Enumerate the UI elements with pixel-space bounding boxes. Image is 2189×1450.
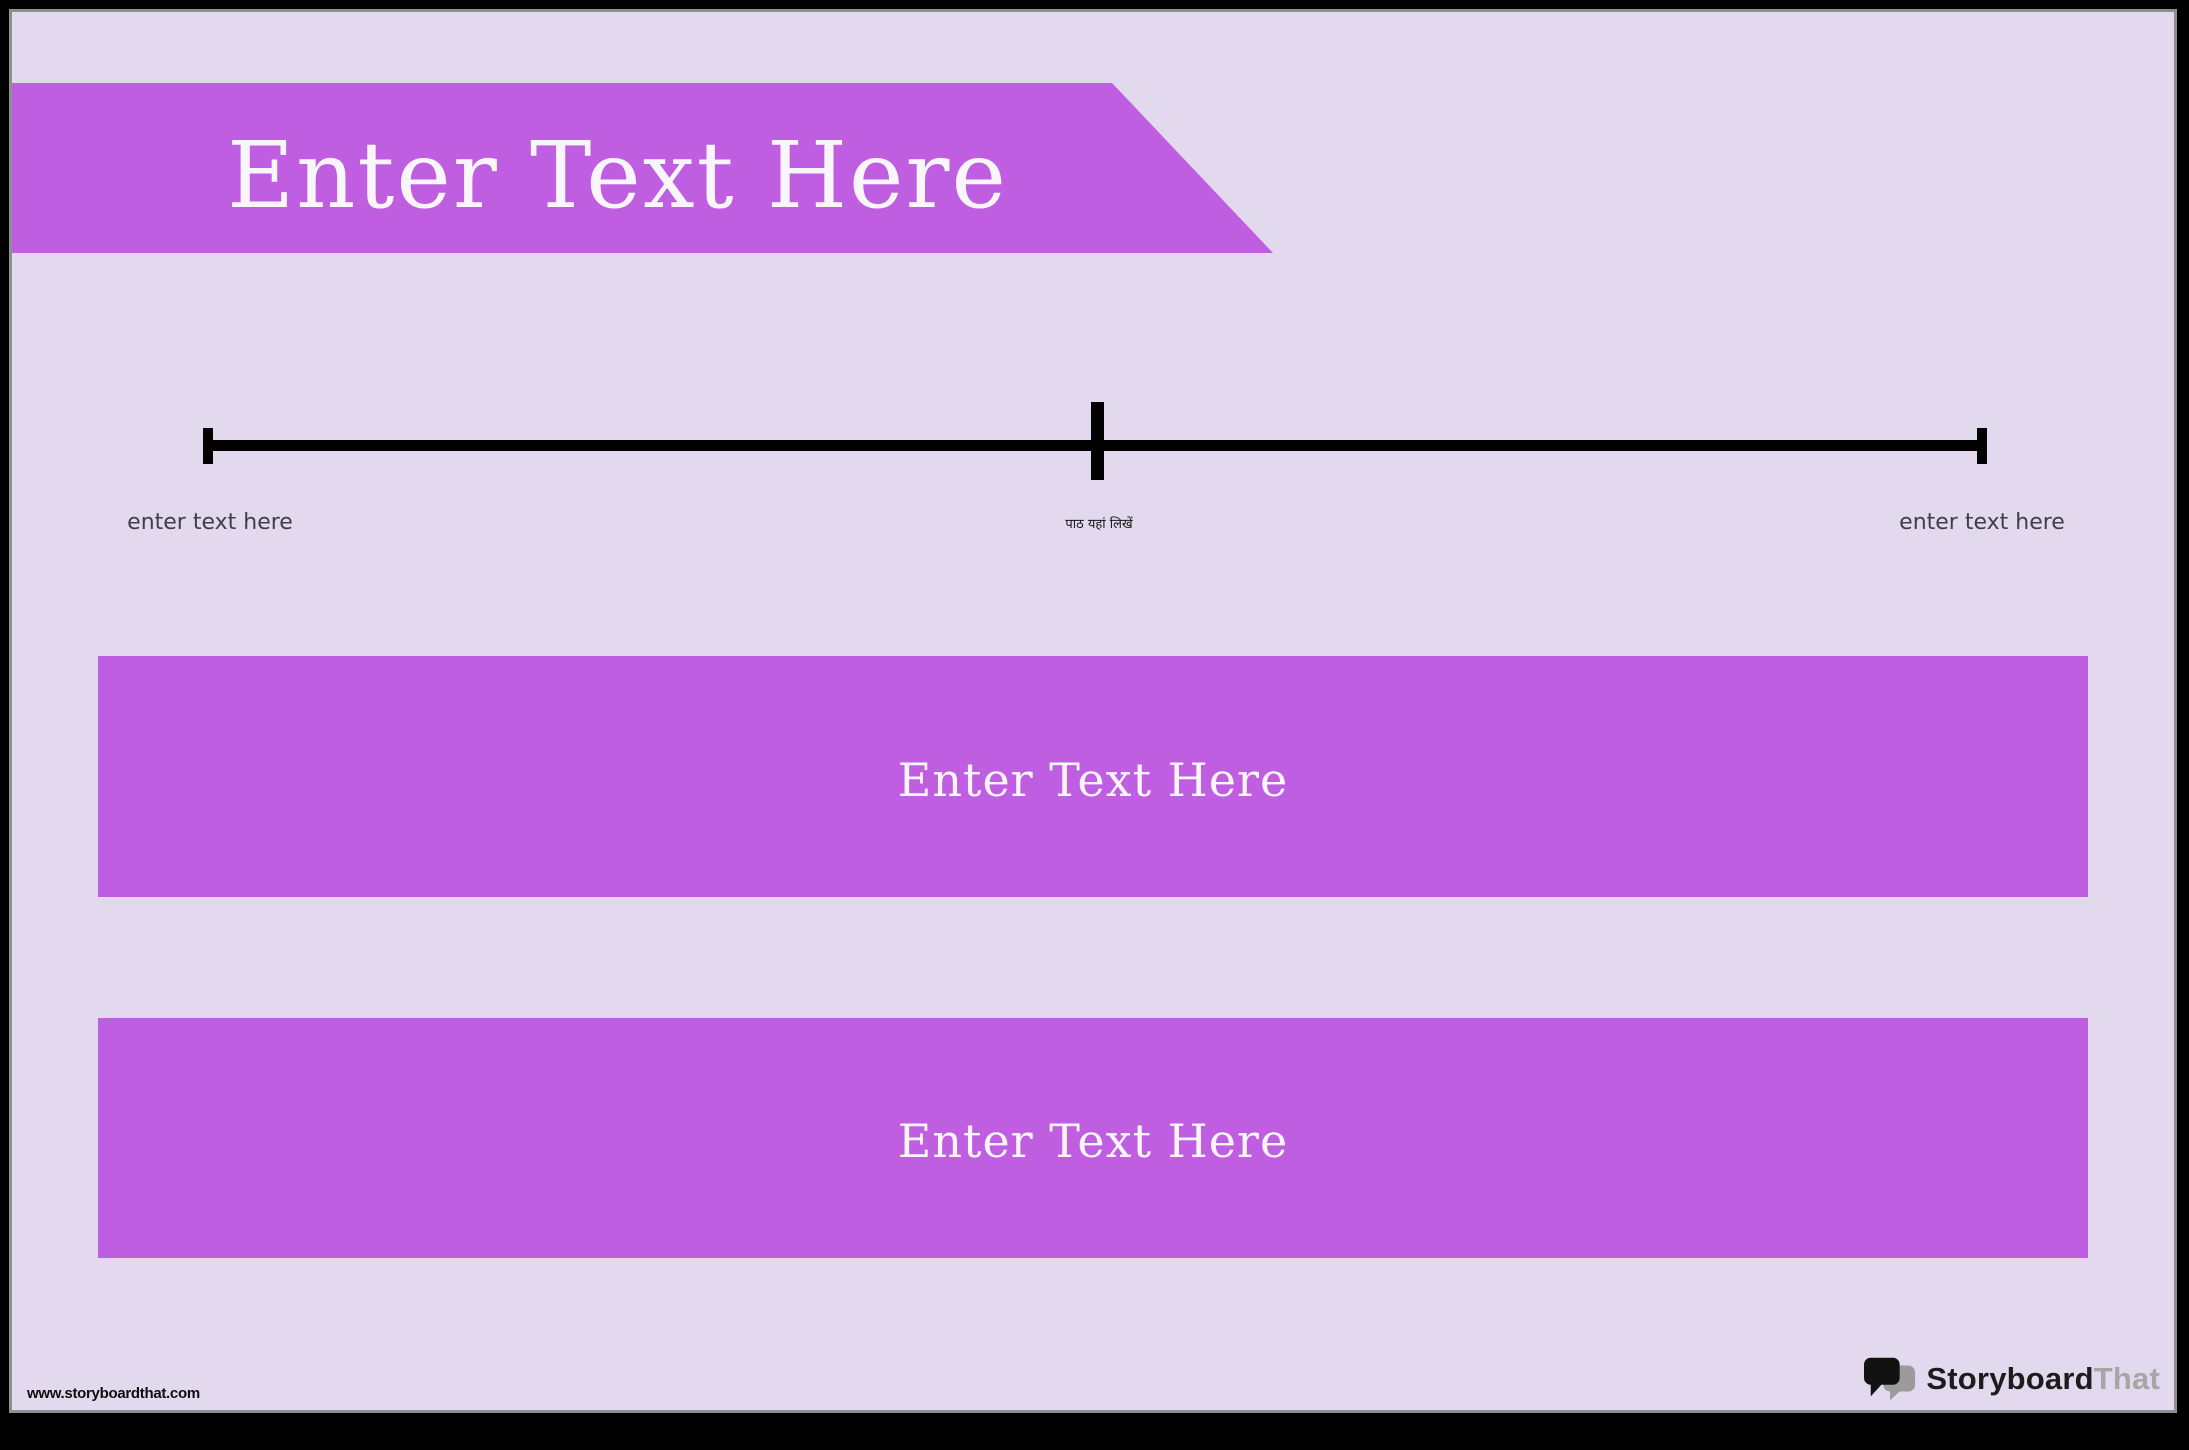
logo-text-primary: Storyboard (1926, 1361, 2094, 1396)
poster-canvas: Enter Text Here enter text here पाठ यहां… (12, 12, 2174, 1410)
section-box-1[interactable]: Enter Text Here (98, 656, 2088, 897)
watermark-url: www.storyboardthat.com (27, 1385, 200, 1402)
timeline-tick-middle (1091, 402, 1104, 480)
timeline-tick-end (1977, 428, 1987, 464)
section-box-2[interactable]: Enter Text Here (98, 1018, 2088, 1258)
logo-text-secondary: That (2093, 1361, 2160, 1396)
logo-text: StoryboardThat (1926, 1361, 2160, 1397)
storyboardthat-logo: StoryboardThat (1864, 1356, 2160, 1402)
timeline-label-start[interactable]: enter text here (127, 510, 293, 535)
timeline-label-middle[interactable]: पाठ यहां लिखें (1065, 517, 1133, 532)
banner-title-text[interactable]: Enter Text Here (227, 121, 1008, 229)
title-banner[interactable]: Enter Text Here (12, 83, 1273, 253)
timeline-label-end[interactable]: enter text here (1899, 510, 2065, 535)
section-2-text[interactable]: Enter Text Here (897, 1114, 1289, 1168)
section-1-text[interactable]: Enter Text Here (897, 752, 1289, 807)
speech-bubbles-icon (1864, 1357, 1916, 1401)
timeline-tick-start (203, 428, 213, 464)
